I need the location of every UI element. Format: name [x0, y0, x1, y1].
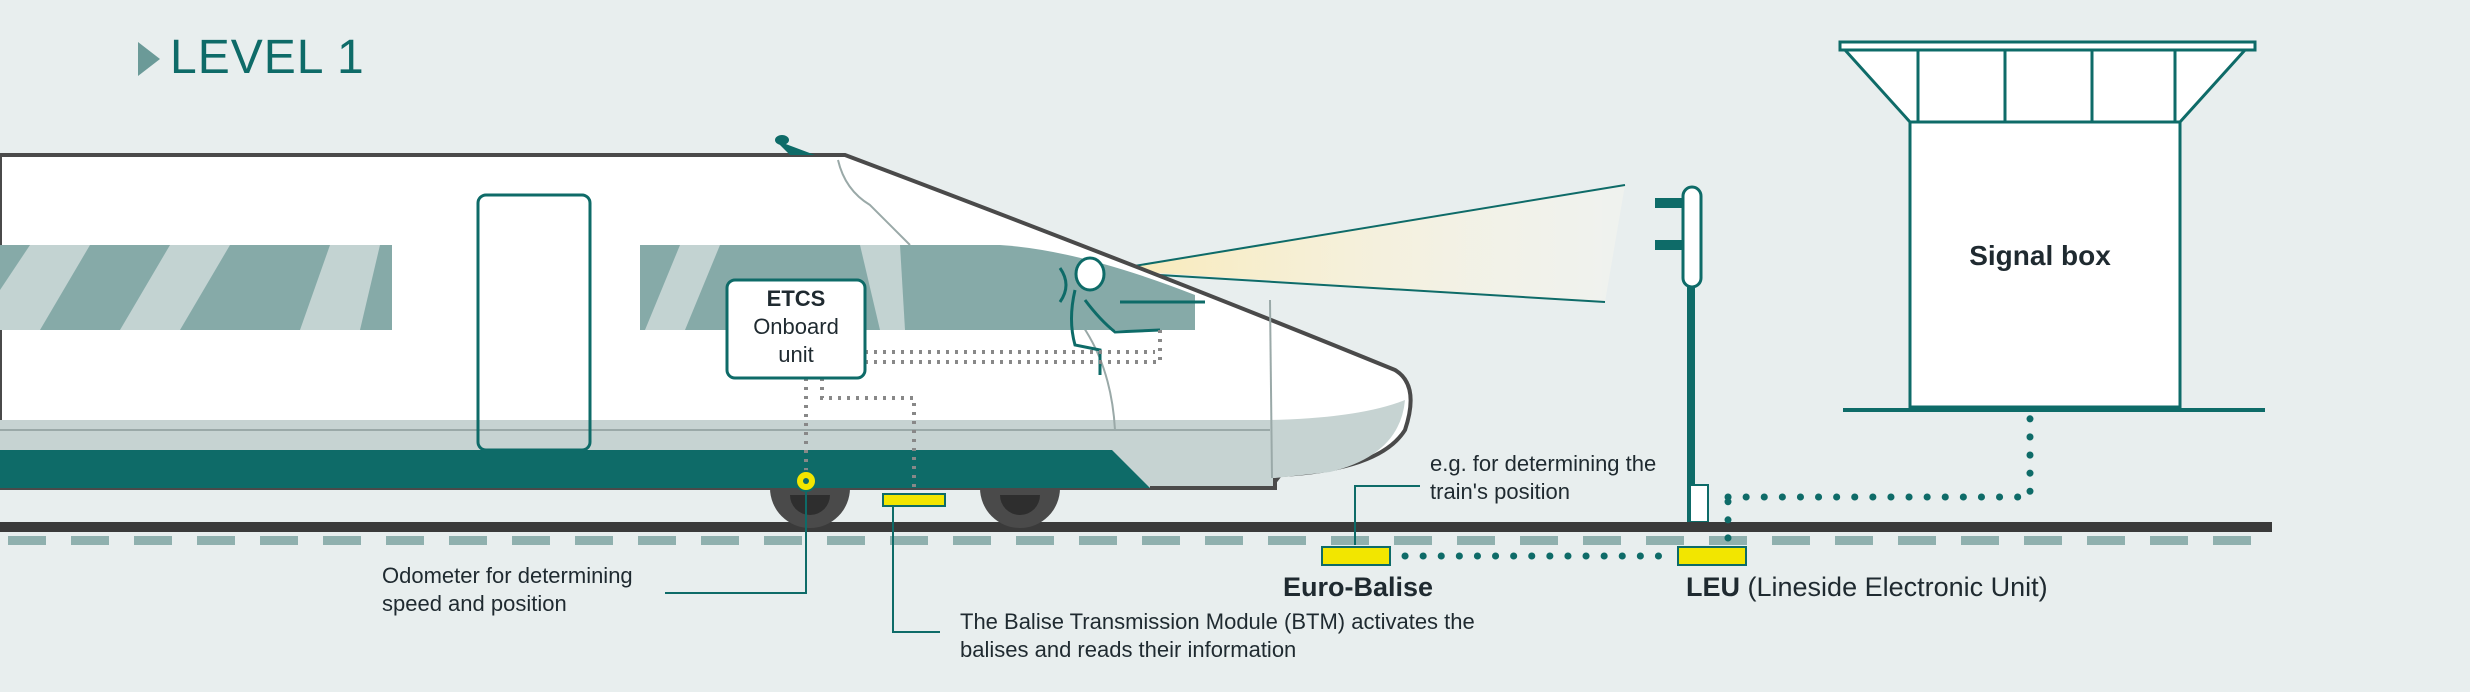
- sleeper: [197, 536, 235, 545]
- etcs-label-line3: unit: [778, 342, 814, 367]
- driver-figure: [1058, 256, 1205, 375]
- sleeper: [827, 536, 865, 545]
- signal-box-label: Signal box: [1969, 240, 2111, 271]
- balise-note-line1: e.g. for determining the: [1430, 451, 1657, 476]
- sleeper: [1457, 536, 1495, 545]
- leu-unit: [1677, 546, 1747, 566]
- balise-note-line2: train's position: [1430, 479, 1570, 504]
- sleeper: [1898, 536, 1936, 545]
- sleeper: [2024, 536, 2062, 545]
- etcs-onboard-label: ETCS Onboard unit: [727, 280, 865, 378]
- odometer-caption: Odometer for determining speed and posit…: [382, 562, 633, 618]
- sleeper: [701, 536, 739, 545]
- sleepers: [8, 536, 2251, 545]
- sleeper: [71, 536, 109, 545]
- sleeper: [1142, 536, 1180, 545]
- sleeper: [1016, 536, 1054, 545]
- btm-module: [882, 493, 946, 507]
- signal-mast: [1655, 185, 1709, 523]
- sleeper: [1331, 536, 1369, 545]
- sleeper: [1268, 536, 1306, 545]
- sleeper: [1205, 536, 1243, 545]
- sleeper: [953, 536, 991, 545]
- sleeper: [260, 536, 298, 545]
- euro-balise: [1321, 546, 1391, 566]
- euro-balise-label: Euro-Balise: [1283, 572, 1434, 602]
- sleeper: [323, 536, 361, 545]
- headlight-beam: [1110, 185, 1625, 302]
- sleeper: [890, 536, 928, 545]
- sleeper: [1583, 536, 1621, 545]
- sleeper: [1961, 536, 1999, 545]
- btm-caption-line2: balises and reads their information: [960, 637, 1297, 662]
- sleeper: [1646, 536, 1684, 545]
- sleeper: [2087, 536, 2125, 545]
- sleeper: [1835, 536, 1873, 545]
- title-arrow-icon: [138, 42, 160, 76]
- etcs-to-btm-link: [820, 378, 916, 490]
- odometer-caption-line1: Odometer for determining: [382, 563, 633, 588]
- page-title: LEVEL 1: [170, 31, 365, 84]
- sleeper: [575, 536, 613, 545]
- sleeper: [2213, 536, 2251, 545]
- signal-box: [1838, 40, 2265, 412]
- etcs-label-line2: Onboard: [753, 314, 839, 339]
- btm-leader: [892, 506, 940, 633]
- sleeper: [1520, 536, 1558, 545]
- leu-label-abbr: LEU: [1686, 572, 1740, 602]
- sleeper: [638, 536, 676, 545]
- btm-caption: The Balise Transmission Module (BTM) act…: [960, 608, 1475, 664]
- sleeper: [134, 536, 172, 545]
- sleeper: [8, 536, 46, 545]
- signal-to-box-link: [1724, 408, 2034, 501]
- balise-note: e.g. for determining the train's positio…: [1430, 450, 1656, 506]
- btm-caption-line1: The Balise Transmission Module (BTM) act…: [960, 609, 1475, 634]
- sleeper: [1394, 536, 1432, 545]
- sleeper: [764, 536, 802, 545]
- sleeper: [449, 536, 487, 545]
- sleeper: [1772, 536, 1810, 545]
- sleeper: [1079, 536, 1117, 545]
- sleeper: [2150, 536, 2188, 545]
- train: [0, 135, 1413, 528]
- etcs-onboard-box: [725, 278, 867, 380]
- balise-note-leader: [1354, 485, 1420, 545]
- odometer-leader: [665, 492, 807, 594]
- leu-label-full: (Lineside Electronic Unit): [1747, 572, 2048, 602]
- rail: [0, 522, 2272, 532]
- sleeper: [386, 536, 424, 545]
- etcs-label-line1: ETCS: [766, 286, 826, 311]
- odometer-caption-line2: speed and position: [382, 591, 567, 616]
- sleeper: [512, 536, 550, 545]
- leu-label: LEU (Lineside Electronic Unit): [1686, 572, 2048, 603]
